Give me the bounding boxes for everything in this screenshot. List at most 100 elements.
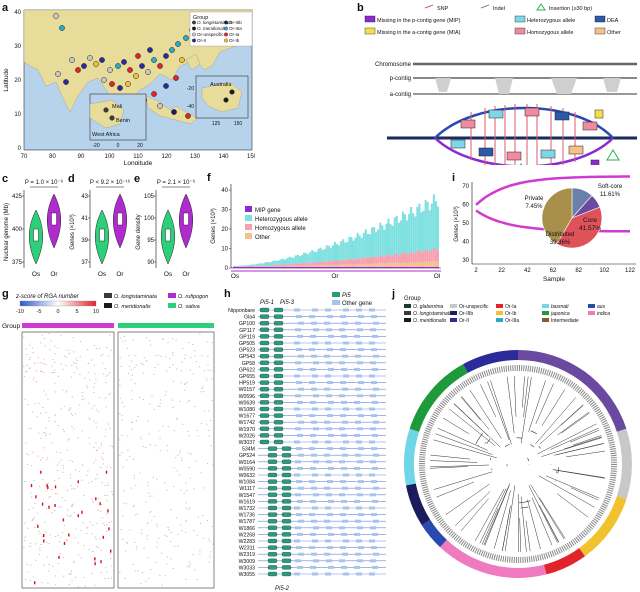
bar-mip — [412, 266, 415, 268]
other-gene — [371, 381, 377, 385]
legend-marker — [224, 26, 228, 31]
bar-heterozygous — [290, 257, 293, 265]
heatmap-cell — [87, 470, 89, 472]
bar-homozygous — [391, 255, 394, 264]
legend-label: Heterozygous allele — [527, 18, 575, 24]
locus-label: Pi5-3 — [280, 300, 295, 306]
y-tick-label: 40 — [462, 240, 469, 246]
heatmap-cell — [107, 512, 109, 514]
heatmap-cell — [112, 494, 114, 496]
heatmap-cell — [70, 572, 72, 574]
bar-mip — [257, 266, 260, 268]
bar-mip — [329, 266, 332, 268]
heatmap-cell — [65, 356, 67, 358]
other-gene — [339, 394, 345, 398]
heatmap-cell-high — [107, 509, 109, 513]
heatmap-cell — [56, 464, 58, 466]
heatmap-cell — [38, 531, 40, 532]
other-gene — [358, 513, 364, 517]
heatmap-cell — [127, 373, 130, 374]
heatmap-cell — [57, 375, 59, 377]
bar-homozygous — [286, 264, 289, 266]
heatmap-cell — [132, 506, 134, 507]
legend-title: Group — [404, 296, 421, 302]
pi5-gene — [273, 406, 284, 412]
other-gene — [372, 565, 378, 569]
other-gene — [309, 546, 315, 550]
bar-mip — [410, 266, 413, 268]
bar-homozygous — [305, 262, 308, 266]
bar-heterozygous — [272, 260, 275, 265]
heatmap-cell — [147, 522, 149, 524]
tree-branch — [541, 389, 566, 427]
other-gene — [296, 348, 302, 352]
bar-mip — [286, 266, 289, 268]
bar-heterozygous — [428, 210, 431, 252]
inset-tick: 150 — [234, 121, 243, 127]
pi5-gene — [273, 354, 284, 359]
bar-homozygous — [422, 251, 425, 263]
tree-branch — [522, 376, 525, 408]
track-label: p-contig — [390, 76, 411, 82]
heatmap-cell — [63, 575, 65, 577]
legend-label: Or-IIIb — [459, 311, 473, 317]
pi5-gene — [259, 360, 270, 365]
tree-branch — [523, 376, 529, 418]
heatmap-cell — [175, 457, 177, 459]
other-gene — [340, 381, 346, 385]
bar-other — [325, 264, 328, 267]
bar-mip — [272, 266, 275, 268]
heatmap-cell — [187, 431, 189, 432]
bar-heterozygous — [241, 265, 244, 267]
x-tick-label: 62 — [550, 268, 557, 274]
other-gene — [355, 354, 361, 358]
bar-other — [360, 264, 363, 267]
heatmap-cell — [77, 437, 79, 439]
heatmap-cell — [39, 486, 41, 487]
bar-mip — [389, 266, 392, 268]
heatmap-cell — [105, 382, 107, 384]
panel-letter-i: i — [452, 172, 456, 184]
bar-heterozygous — [249, 264, 252, 266]
heatmap-cell — [110, 350, 112, 351]
bar-mip — [284, 266, 287, 268]
heatmap-cell — [91, 573, 93, 574]
pi5-gene — [267, 486, 278, 491]
y-tick-label: 20 — [14, 78, 21, 84]
heatmap-cell — [24, 522, 26, 524]
legend-label: Missing in the a-contig gene (MIA) — [377, 30, 461, 36]
pi5-gene — [259, 426, 270, 431]
heatmap-cell — [186, 490, 188, 492]
heatmap-cell — [45, 394, 47, 396]
bar-heterozygous — [333, 241, 336, 261]
other-gene — [295, 427, 301, 431]
bar-homozygous — [366, 257, 369, 265]
heatmap-cell-high — [94, 562, 96, 566]
heatmap-cell-high — [40, 470, 42, 474]
heatmap-cell — [109, 445, 111, 447]
heatmap-cell — [68, 438, 70, 440]
heatmap-left — [21, 331, 115, 589]
heatmap-cell-high — [30, 484, 33, 488]
inset-tick: 0 — [117, 143, 120, 149]
y-tick-label: 100 — [144, 216, 155, 222]
heatmap-cell — [40, 544, 42, 545]
tree-branch — [531, 497, 553, 546]
other-gene — [356, 440, 362, 444]
heatmap-cell — [94, 373, 96, 375]
other-gene — [296, 447, 302, 451]
tree-arc — [475, 433, 483, 445]
bar-homozygous — [290, 264, 293, 266]
bar-heterozygous — [346, 241, 349, 261]
heatmap-cell — [100, 445, 102, 446]
heatmap-cell — [127, 449, 129, 451]
y-tick-label: 30 — [221, 208, 228, 214]
other-gene — [354, 367, 360, 371]
other-gene — [342, 519, 348, 523]
bar-heterozygous — [257, 263, 260, 266]
heatmap-cell — [89, 442, 91, 444]
heatmap-cell — [162, 425, 164, 427]
heatmap-cell — [101, 517, 103, 519]
heatmap-cell — [157, 430, 160, 432]
other-gene — [343, 506, 349, 510]
